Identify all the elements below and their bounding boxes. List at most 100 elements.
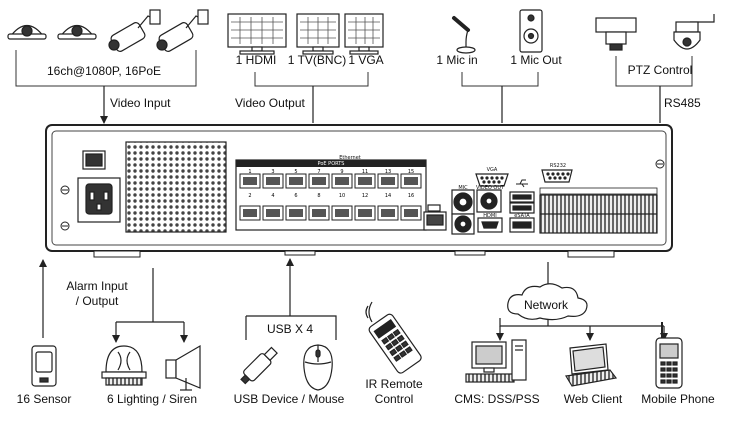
- usb-x4-label: USB X 4: [266, 322, 314, 336]
- poe-port-socket: [404, 209, 418, 217]
- usb-port: [509, 191, 535, 214]
- screw-icon: [655, 159, 665, 169]
- video-out-panel-label: VIDEO OUT: [475, 185, 505, 191]
- poe-port-socket: [381, 209, 395, 217]
- bnc-connector: [451, 213, 475, 235]
- hdmi-label: 1 HDMI: [235, 53, 277, 67]
- poe-port-number: 5: [294, 169, 297, 175]
- mouse-icon: [303, 344, 333, 391]
- alarm-light-icon: [101, 345, 147, 386]
- alarm-label-line2: / Output: [75, 294, 119, 308]
- poe-port-socket: [266, 177, 280, 185]
- poe-port-socket: [289, 177, 303, 185]
- usb-icon: [516, 179, 528, 188]
- poe-port-number: 10: [339, 193, 345, 199]
- poe-title: PoE PORTS: [317, 161, 345, 167]
- poe-port-socket: [404, 177, 418, 185]
- poe-port-number: 8: [317, 193, 320, 199]
- esata-panel-label: eSATA: [514, 213, 530, 219]
- poe-port-socket: [243, 209, 257, 217]
- poe-port-number: 15: [408, 169, 414, 175]
- ir-remote-label-line1: IR Remote: [365, 377, 423, 391]
- poe-port-socket: [335, 209, 349, 217]
- mic-in-label: 1 Mic in: [436, 53, 478, 67]
- network-label: Network: [523, 298, 569, 312]
- ethernet-panel-label: Ethernet: [339, 155, 361, 161]
- dome-camera-icon: [57, 24, 97, 40]
- ethernet-port: [423, 204, 447, 231]
- poe-port-socket: [358, 177, 372, 185]
- mobile-phone-label: Mobile Phone: [641, 392, 715, 406]
- ir-remote-label-line2: Control: [374, 392, 414, 406]
- poe-port-number: 9: [340, 169, 343, 175]
- tv-monitor-icon: [296, 13, 340, 55]
- hdmi-port: [477, 217, 503, 233]
- vga-label: 1 VGA: [348, 53, 384, 67]
- poe-port-number: 1: [248, 169, 251, 175]
- mic-panel-label: MIC: [458, 185, 468, 191]
- poe-port-number: 16: [408, 193, 414, 199]
- poe-port-number: 6: [294, 193, 297, 199]
- cameras-bracket: [15, 50, 197, 87]
- usb-device-label: USB Device / Mouse: [233, 392, 345, 406]
- poe-port-socket: [381, 177, 395, 185]
- bnc-connector: [476, 189, 502, 213]
- ptz-bracket: [615, 56, 693, 87]
- sensor-icon: [31, 345, 57, 387]
- web-client-label: Web Client: [563, 392, 623, 406]
- poe-port-number: 2: [248, 193, 251, 199]
- alarm-label-line1: Alarm Input: [66, 279, 128, 293]
- monitors-bracket: [254, 72, 369, 87]
- poe-port-number: 12: [362, 193, 368, 199]
- poe-port-number: 3: [271, 169, 274, 175]
- poe-port-socket: [289, 209, 303, 217]
- cameras-label: 16ch@1080P, 16PoE: [46, 64, 162, 78]
- poe-port-number: 14: [385, 193, 391, 199]
- audio-bracket: [461, 72, 539, 87]
- bullet-camera-icon: [156, 9, 209, 52]
- laptop-icon: [565, 343, 618, 387]
- alarm-terminal-block: [539, 187, 658, 234]
- hdmi-panel-label: HDMI: [483, 213, 497, 219]
- ir-remote-icon: [365, 301, 422, 374]
- ground-screw-icon: [60, 185, 70, 195]
- poe-port-number: 7: [317, 169, 320, 175]
- siren-icon: [165, 344, 201, 391]
- vga-panel-label: VGA: [486, 167, 498, 173]
- power-switch: [82, 150, 106, 170]
- poe-port-socket: [312, 209, 326, 217]
- fan-vent: [125, 141, 227, 233]
- mobile-phone-icon: [655, 322, 683, 389]
- poe-port-number: 11: [362, 169, 368, 175]
- cms-label: CMS: DSS/PSS: [454, 392, 540, 406]
- poe-port-number: 4: [271, 193, 274, 199]
- desktop-computer-icon: [465, 339, 527, 383]
- sensor-label: 16 Sensor: [16, 392, 72, 406]
- poe-port-socket: [243, 177, 257, 185]
- ptz-dome-camera-icon: [673, 14, 715, 50]
- vga-port: [475, 173, 509, 187]
- rs232-port: [541, 169, 573, 183]
- speaker-icon: [519, 9, 543, 53]
- ptz-label: PTZ Control: [627, 63, 693, 77]
- mic-out-label: 1 Mic Out: [510, 53, 562, 67]
- video-output-label: Video Output: [235, 96, 305, 110]
- poe-port-socket: [335, 177, 349, 185]
- rs485-label: RS485: [664, 96, 701, 110]
- tv-bnc-label: 1 TV(BNC): [287, 53, 347, 67]
- video-input-label: Video Input: [110, 96, 171, 110]
- usb-bracket: [245, 315, 337, 340]
- poe-port-socket: [266, 209, 280, 217]
- bullet-camera-icon: [108, 9, 161, 52]
- poe-port-socket: [358, 209, 372, 217]
- esata-port: [509, 217, 535, 233]
- network-branch: [499, 318, 664, 327]
- screw-icon: [60, 221, 70, 231]
- hdmi-monitor-icon: [227, 13, 287, 55]
- poe-port-socket: [312, 177, 326, 185]
- network-cloud-icon: [507, 283, 588, 321]
- ptz-box-camera-icon: [595, 17, 637, 51]
- rs232-panel-label: RS232: [549, 163, 567, 169]
